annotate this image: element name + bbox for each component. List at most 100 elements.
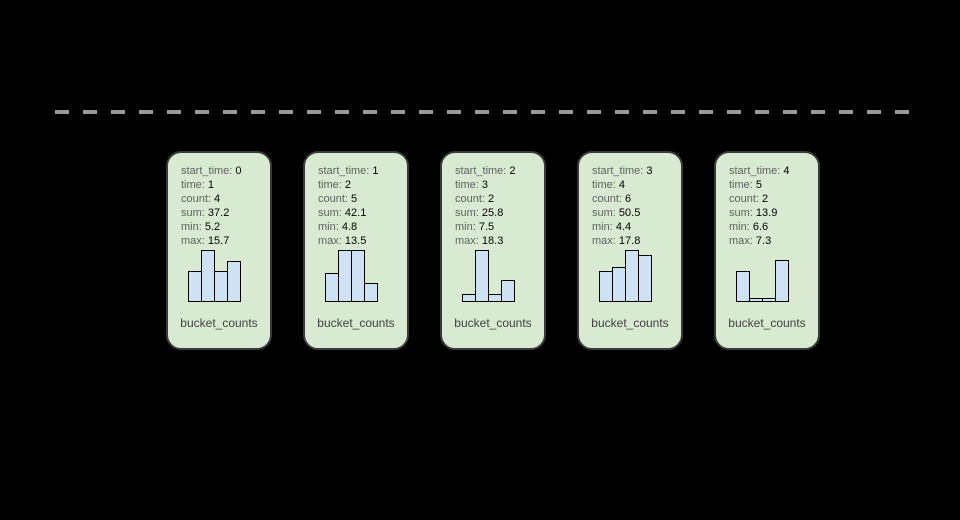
field-label: sum: <box>318 207 342 219</box>
field-min: min: 5.2 <box>181 220 270 234</box>
field-count: count: 2 <box>729 192 818 206</box>
histogram-bar <box>736 271 750 302</box>
field-label: sum: <box>181 207 205 219</box>
field-value: 4 <box>214 193 221 205</box>
field-label: max: <box>592 235 616 247</box>
field-max: max: 15.7 <box>181 234 270 248</box>
field-label: min: <box>592 221 613 233</box>
field-label: max: <box>729 235 753 247</box>
field-label: max: <box>318 235 342 247</box>
field-value: 13.5 <box>344 235 367 247</box>
histogram-bar <box>775 260 789 302</box>
bucket-counts-caption: bucket_counts <box>728 316 806 330</box>
histogram-bar <box>338 250 352 302</box>
field-label: min: <box>729 221 750 233</box>
histogram-bar <box>214 271 228 302</box>
field-value: 3 <box>646 165 653 177</box>
field-time: time: 3 <box>455 178 544 192</box>
field-label: time: <box>592 179 616 191</box>
field-value: 18.3 <box>481 235 504 247</box>
field-min: min: 4.8 <box>318 220 407 234</box>
field-label: start_time: <box>181 165 233 177</box>
field-value: 4 <box>783 165 790 177</box>
field-min: min: 7.5 <box>455 220 544 234</box>
field-value: 37.2 <box>207 207 230 219</box>
field-value: 15.7 <box>207 235 230 247</box>
field-time: time: 5 <box>729 178 818 192</box>
field-label: count: <box>181 193 211 205</box>
field-count: count: 6 <box>592 192 681 206</box>
field-sum: sum: 50.5 <box>592 206 681 220</box>
field-value: 42.1 <box>344 207 367 219</box>
field-value: 2 <box>488 193 495 205</box>
field-sum: sum: 42.1 <box>318 206 407 220</box>
field-label: start_time: <box>455 165 507 177</box>
field-start_time: start_time: 1 <box>318 164 407 178</box>
bucket-counts-caption: bucket_counts <box>317 316 395 330</box>
field-start_time: start_time: 2 <box>455 164 544 178</box>
histogram-bar <box>351 250 365 302</box>
field-sum: sum: 13.9 <box>729 206 818 220</box>
field-label: count: <box>592 193 622 205</box>
field-label: sum: <box>592 207 616 219</box>
field-time: time: 4 <box>592 178 681 192</box>
field-label: start_time: <box>318 165 370 177</box>
field-label: time: <box>729 179 753 191</box>
field-label: start_time: <box>592 165 644 177</box>
field-max: max: 13.5 <box>318 234 407 248</box>
field-label: max: <box>181 235 205 247</box>
field-value: 2 <box>509 165 516 177</box>
field-count: count: 5 <box>318 192 407 206</box>
histogram-bar <box>638 255 652 302</box>
field-time: time: 1 <box>181 178 270 192</box>
histogram-bar <box>364 283 378 302</box>
bucket-counts-caption: bucket_counts <box>591 316 669 330</box>
field-label: min: <box>455 221 476 233</box>
histogram-bar <box>762 298 776 302</box>
field-value: 17.8 <box>618 235 641 247</box>
field-label: count: <box>729 193 759 205</box>
field-value: 25.8 <box>481 207 504 219</box>
field-label: sum: <box>455 207 479 219</box>
histogram-bar <box>188 271 202 302</box>
field-value: 6 <box>625 193 632 205</box>
histogram-bar <box>625 250 639 302</box>
field-label: sum: <box>729 207 753 219</box>
field-label: count: <box>318 193 348 205</box>
field-time: time: 2 <box>318 178 407 192</box>
field-value: 1 <box>372 165 379 177</box>
field-label: time: <box>455 179 479 191</box>
timeline-dashed-line <box>55 110 913 114</box>
field-start_time: start_time: 4 <box>729 164 818 178</box>
bucket-counts-caption: bucket_counts <box>180 316 258 330</box>
field-label: max: <box>455 235 479 247</box>
field-label: min: <box>181 221 202 233</box>
field-count: count: 4 <box>181 192 270 206</box>
bucket-histogram <box>325 248 378 302</box>
field-label: min: <box>318 221 339 233</box>
field-max: max: 17.8 <box>592 234 681 248</box>
bucket-histogram <box>736 248 789 302</box>
field-value: 2 <box>762 193 769 205</box>
histogram-bar <box>749 298 763 302</box>
histogram-bar <box>475 250 489 302</box>
field-value: 50.5 <box>618 207 641 219</box>
field-sum: sum: 37.2 <box>181 206 270 220</box>
field-start_time: start_time: 3 <box>592 164 681 178</box>
field-min: min: 6.6 <box>729 220 818 234</box>
field-value: 4.4 <box>615 221 632 233</box>
field-value: 5 <box>755 179 763 191</box>
histogram-bar <box>488 294 502 302</box>
field-value: 5 <box>351 193 358 205</box>
histogram-bar <box>612 267 626 302</box>
